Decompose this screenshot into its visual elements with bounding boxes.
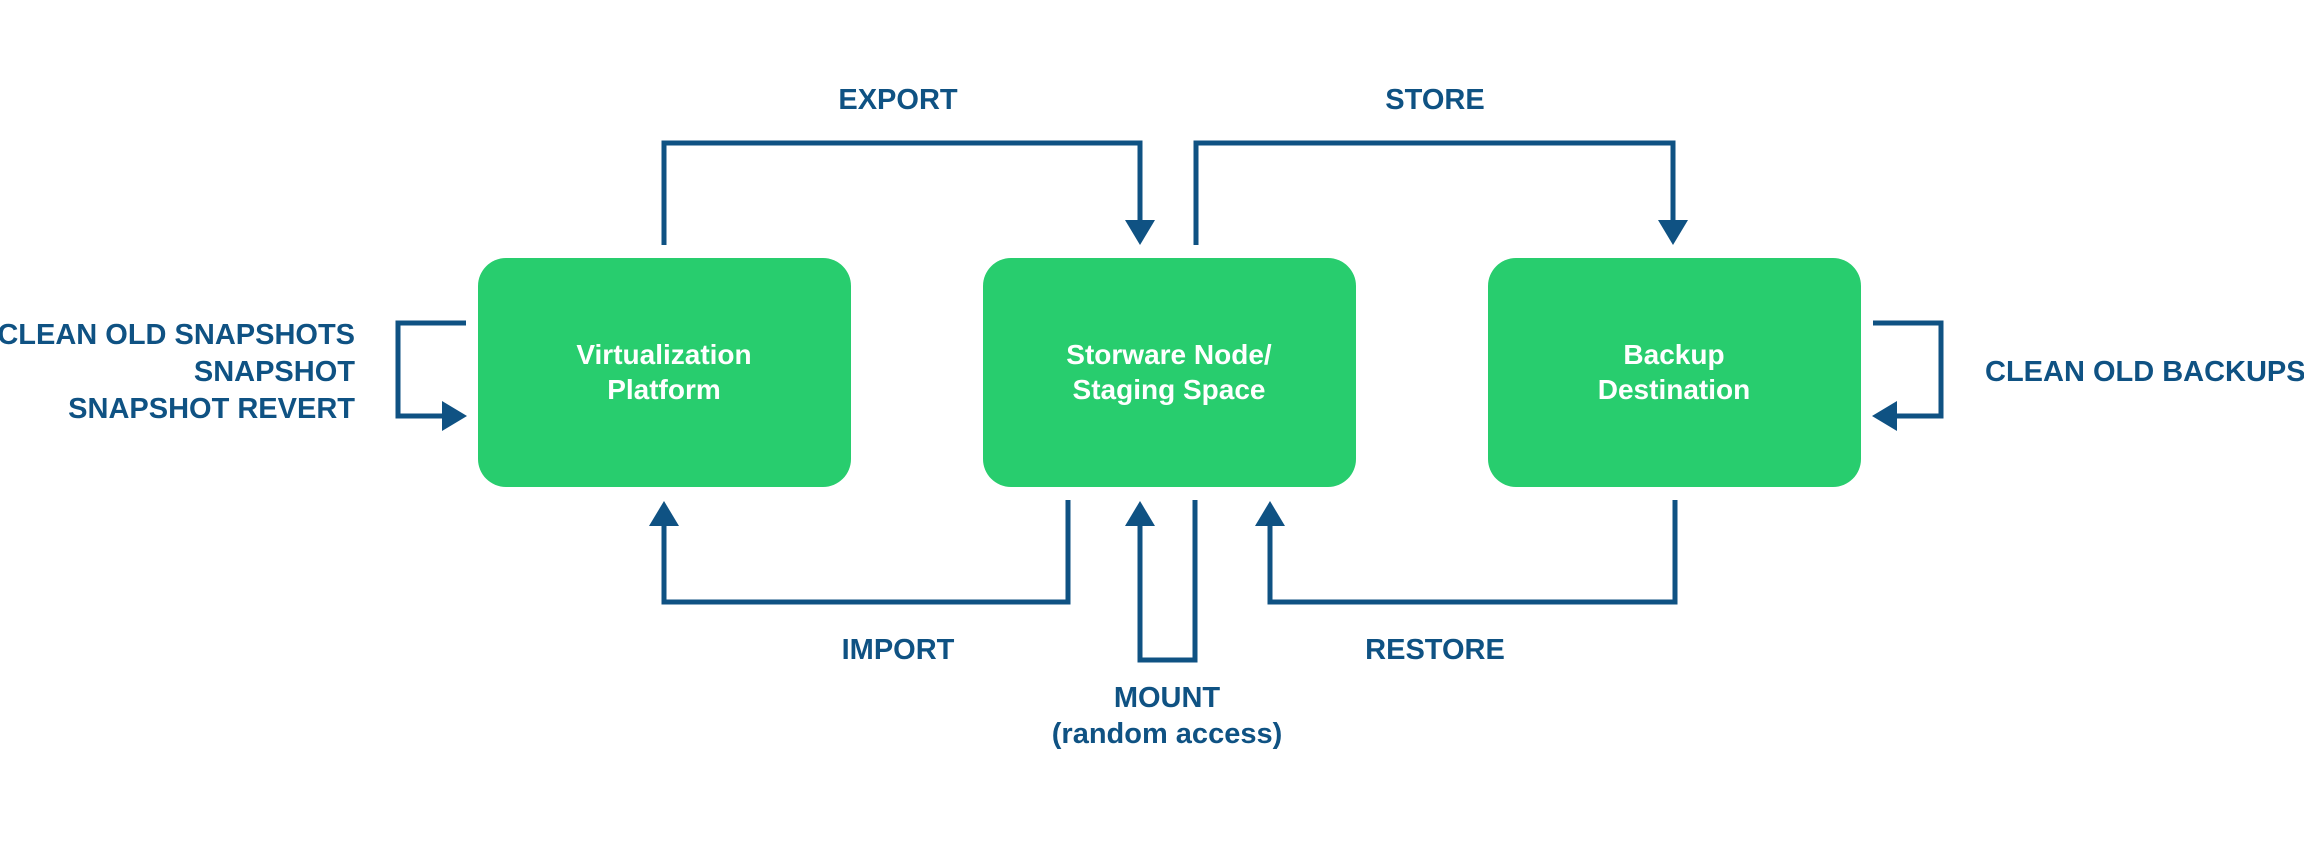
- restore-arrow: [1255, 500, 1678, 605]
- import-label: IMPORT: [842, 634, 955, 666]
- store-label: STORE: [1385, 84, 1484, 116]
- backup-node-line1: Backup: [1623, 339, 1724, 370]
- export-label: EXPORT: [838, 84, 958, 116]
- import-arrowhead-icon: [649, 501, 679, 526]
- mount-sublabel: (random access): [1052, 718, 1283, 750]
- clean-backups-loop-arrow: [1872, 320, 1944, 431]
- virtualization-platform-node: Virtualization Platform: [478, 258, 851, 487]
- virtualization-node-line1: Virtualization: [576, 339, 751, 370]
- mount-arrow: [1125, 500, 1198, 663]
- left-op-clean-old-snapshots: CLEAN OLD SNAPSHOTS: [0, 319, 355, 351]
- store-arrowhead-icon: [1658, 220, 1688, 245]
- mount-arrowhead-icon: [1125, 501, 1155, 526]
- clean-backups-loop-arrowhead-icon: [1872, 401, 1897, 431]
- snapshot-loop-arrowhead-icon: [442, 401, 467, 431]
- backup-node-line2: Destination: [1598, 374, 1750, 405]
- storware-node-line2: Staging Space: [1073, 374, 1266, 405]
- restore-arrowhead-icon: [1255, 501, 1285, 526]
- virtualization-node-line2: Platform: [607, 374, 721, 405]
- right-op-clean-old-backups: CLEAN OLD BACKUPS: [1985, 356, 2304, 388]
- left-op-snapshot: SNAPSHOT: [194, 356, 355, 388]
- storware-node: Storware Node/ Staging Space: [983, 258, 1356, 487]
- left-op-snapshot-revert: SNAPSHOT REVERT: [68, 393, 355, 425]
- export-arrow: [661, 140, 1155, 245]
- mount-label: MOUNT: [1114, 682, 1221, 714]
- restore-label: RESTORE: [1365, 634, 1505, 666]
- store-arrow: [1193, 140, 1688, 245]
- storware-node-line1: Storware Node/: [1066, 339, 1272, 370]
- backup-destination-node: Backup Destination: [1488, 258, 1861, 487]
- snapshot-loop-arrow: [395, 320, 467, 431]
- import-arrow: [649, 500, 1071, 605]
- export-arrowhead-icon: [1125, 220, 1155, 245]
